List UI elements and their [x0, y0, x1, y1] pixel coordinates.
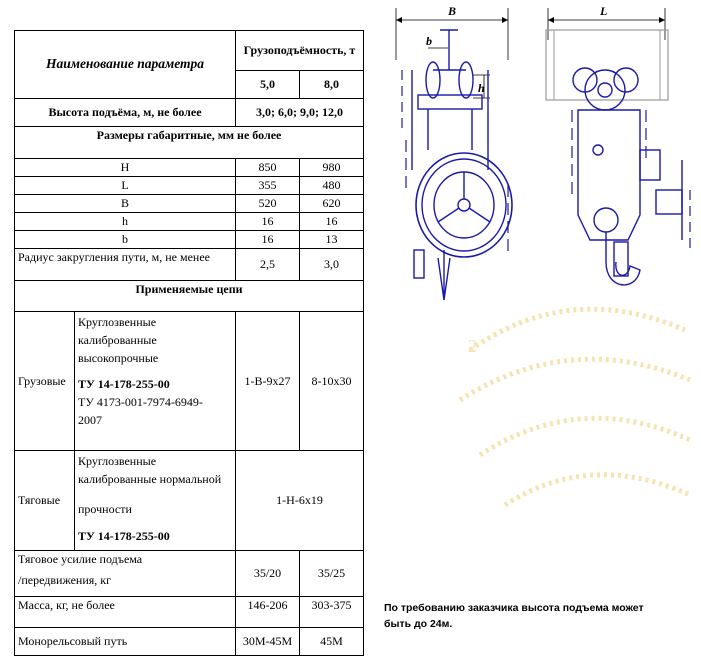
customer-note-line: быть до 24м.: [384, 618, 453, 630]
load-chain-desc: Круглозвенные калиброванные высокопрочны…: [74, 311, 236, 451]
lift-height-value: 3,0; 6,0; 9,0; 12,0: [235, 98, 364, 127]
load-chain-standard-2: 2007: [78, 413, 102, 427]
traction-chain-label: Тяговые: [14, 450, 75, 551]
radius-value-1: 2,5: [235, 248, 300, 281]
capacity-col-2: 8,0: [299, 70, 364, 99]
hoist-side-view: B b h: [395, 4, 513, 300]
dim-value: 980: [299, 158, 364, 177]
load-chain-label: Грузовые: [14, 311, 75, 451]
dim-value: 13: [299, 230, 364, 249]
dim-value: 480: [299, 176, 364, 195]
radius-value-2: 3,0: [299, 248, 364, 281]
watermark-text: 2: [468, 336, 477, 356]
load-chain-standard-2: ТУ 4173-001-7974-6949-: [78, 395, 203, 409]
hoist-drawing: B b h: [395, 4, 691, 300]
dim-value: 620: [299, 194, 364, 213]
effort-value-1: 35/20: [235, 550, 300, 597]
dim-label-b-drawing: b: [426, 34, 432, 48]
watermark: 2: [458, 306, 692, 508]
customer-note: По требованию заказчика высота подъема м…: [384, 600, 684, 632]
dim-value: 520: [235, 194, 300, 213]
mass-value-1: 146-206: [235, 596, 300, 628]
radius-label: Радиус закругления пути, м, не менее: [14, 248, 236, 281]
traction-chain-desc-line: Круглозвенные: [78, 454, 157, 468]
dim-label-B-drawing: B: [447, 4, 456, 18]
effort-label-line: Тяговое усилие подъема: [18, 552, 143, 566]
dim-label-h-drawing: h: [478, 81, 485, 95]
chains-header: Применяемые цепи: [14, 280, 364, 312]
dim-value: 16: [299, 212, 364, 231]
traction-chain-desc-line: прочности: [78, 502, 132, 516]
load-chain-value-2: 8-10х30: [299, 311, 364, 451]
customer-note-line: По требованию заказчика высота подъема м…: [384, 602, 644, 614]
load-chain-desc-line: высокопрочные: [78, 351, 159, 365]
mass-value-2: 303-375: [299, 596, 364, 628]
traction-chain-standard: ТУ 14-178-255-00: [78, 529, 170, 543]
dim-label-L: L: [14, 176, 236, 195]
capacity-col-1: 5,0: [235, 70, 300, 99]
dim-label-H: H: [14, 158, 236, 177]
load-chain-value-1: 1-В-9х27: [235, 311, 300, 451]
dim-value: 16: [235, 230, 300, 249]
spec-table: Наименование параметра Грузоподъёмность,…: [14, 30, 364, 656]
dim-label-b: b: [14, 230, 236, 249]
effort-value-2: 35/25: [299, 550, 364, 597]
dim-value: 850: [235, 158, 300, 177]
dim-value: 16: [235, 212, 300, 231]
dim-label-B: B: [14, 194, 236, 213]
rail-label: Монорельсовый путь: [14, 627, 236, 656]
hoist-front-view: L: [545, 4, 691, 286]
dimensions-header: Размеры габаритные, мм не более: [14, 126, 364, 159]
lift-height-label: Высота подъёма, м, не более: [14, 98, 236, 127]
mass-label: Масса, кг, не более: [14, 596, 236, 628]
traction-chain-desc: Круглозвенные калиброванные нормальной п…: [74, 450, 236, 551]
capacity-header: Грузоподъёмность, т: [235, 30, 364, 71]
effort-label: Тяговое усилие подъема /передвижения, кг: [14, 550, 236, 597]
dim-value: 355: [235, 176, 300, 195]
load-chain-desc-line: калиброванные: [78, 333, 157, 347]
effort-label-line: /передвижения, кг: [18, 573, 112, 587]
rail-value-2: 45М: [299, 627, 364, 656]
traction-chain-value: 1-Н-6х19: [235, 450, 364, 551]
rail-value-1: 30М-45М: [235, 627, 300, 656]
load-chain-desc-line: Круглозвенные: [78, 315, 157, 329]
param-header: Наименование параметра: [14, 30, 236, 99]
load-chain-standard: ТУ 14-178-255-00: [78, 377, 170, 391]
dim-label-h: h: [14, 212, 236, 231]
dim-label-L-drawing: L: [599, 4, 607, 18]
traction-chain-desc-line: калиброванные нормальной: [78, 472, 222, 486]
